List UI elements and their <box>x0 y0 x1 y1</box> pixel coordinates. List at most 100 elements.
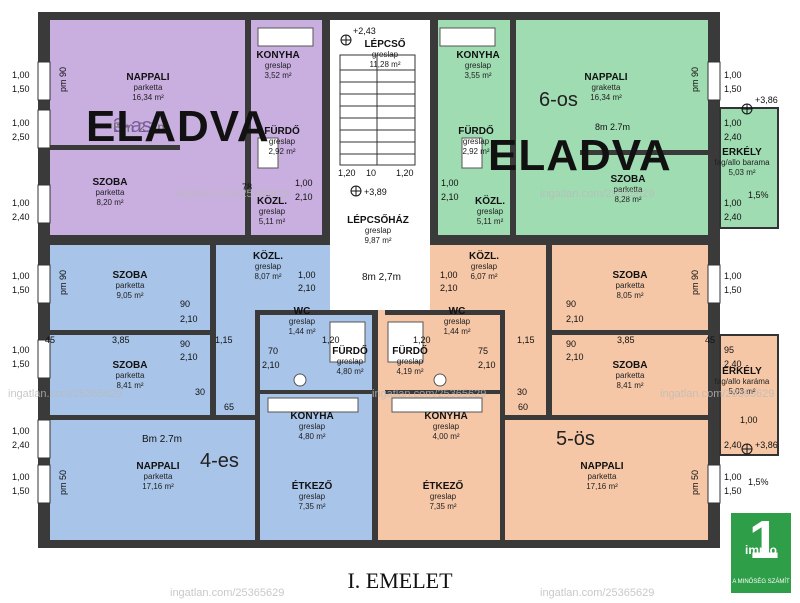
dimension-label: 1,00 <box>12 271 30 281</box>
room-area: 5,03 m² <box>728 387 755 396</box>
dimension-label: 1,20 <box>338 168 356 178</box>
dimension-label: 1,50 <box>724 486 742 496</box>
sold-stamp-unit-6: ELADVA <box>488 131 672 180</box>
wall-interior <box>50 145 180 150</box>
room-name: NAPPALI <box>126 72 169 83</box>
dimension-label: 2,40 <box>12 212 30 222</box>
room-name: ERKÉLY <box>722 364 762 377</box>
unit-3-area <box>50 20 330 235</box>
room-floor: greslap <box>397 357 424 366</box>
wall-interior <box>385 310 505 315</box>
room-name: KÖZL. <box>475 194 505 207</box>
room-floor: greslap <box>465 61 492 70</box>
room-name: SZOBA <box>613 360 648 371</box>
window <box>37 464 51 504</box>
room-floor: greslap <box>265 61 292 70</box>
dimension-label: 78 <box>242 182 252 192</box>
dimension-label: 1,20 <box>322 335 340 345</box>
immo-logo: 1 immo A MINŐSÉG SZÁMÍT <box>731 513 791 593</box>
dimension-label: 1,00 <box>12 472 30 482</box>
room-floor: fag/allo karáma <box>715 377 770 386</box>
floor-title: I. EMELET <box>347 568 453 593</box>
dimension-label: 90 <box>566 339 576 349</box>
room-name: ERKÉLY <box>722 145 762 158</box>
room-floor: greslap <box>269 137 296 146</box>
room-name: NAPPALI <box>136 461 179 472</box>
wall-interior <box>50 235 330 245</box>
balcony-outline <box>719 107 779 229</box>
dimension-label: 1,00 <box>295 178 313 188</box>
room-name: SZOBA <box>611 174 646 185</box>
room-area: 8,28 m² <box>614 195 641 204</box>
room-area: 5,11 m² <box>259 217 286 226</box>
room-name: FÜRDŐ <box>458 124 494 137</box>
room-name: NAPPALI <box>584 72 627 83</box>
room-area: 3,55 m² <box>464 71 491 80</box>
parapet-label: pm 90 <box>690 270 700 295</box>
room-name: KÖZL. <box>257 194 287 207</box>
wall-interior <box>50 330 210 335</box>
room-area: 8,07 m² <box>254 272 281 281</box>
dimension-label: 90 <box>180 299 190 309</box>
dimension-label: 1,00 <box>298 270 316 280</box>
level-label: +2,43 <box>353 26 376 36</box>
wall-interior <box>255 310 375 315</box>
room-area: 17,16 m² <box>586 482 618 491</box>
dimension-label: 1,50 <box>724 84 742 94</box>
dimension-label: 2,40 <box>724 359 742 369</box>
unit-label: 5-ös <box>556 428 595 450</box>
parapet-label: pm 50 <box>58 470 68 495</box>
room-area: 9,05 m² <box>116 291 143 300</box>
dimension-label: 1,20 <box>413 335 431 345</box>
ceiling-height-note: 8m 2,7m <box>362 272 401 283</box>
dimension-label: 60 <box>518 402 528 412</box>
room-name: KÖZL. <box>253 249 283 262</box>
room-floor: greslap <box>471 262 498 271</box>
room-floor: greslap <box>365 226 392 235</box>
room-name: KÖZL. <box>469 249 499 262</box>
dimension-label: 2,40 <box>724 212 742 222</box>
parapet-label: pm 50 <box>690 470 700 495</box>
dimension-label: 1,00 <box>440 270 458 280</box>
logo-digit: 1 <box>749 510 780 570</box>
room-area: 9,87 m² <box>364 236 391 245</box>
dimension-label: 2,10 <box>180 314 198 324</box>
level-marker-icon <box>340 34 352 46</box>
room-floor: parketta <box>144 472 173 481</box>
unit-label: 6-os <box>539 89 578 111</box>
wall-interior <box>322 20 330 235</box>
room-floor: parketta <box>116 371 145 380</box>
room-name: KONYHA <box>290 411 333 422</box>
wall-interior <box>372 310 378 540</box>
wall-bottom <box>38 540 720 548</box>
wall-interior <box>430 235 720 245</box>
fixtures <box>257 27 496 413</box>
dimension-label: 1,00 <box>740 415 758 425</box>
room-floor: greslap <box>430 492 457 501</box>
wall-interior <box>255 390 375 394</box>
wall-interior <box>510 20 516 235</box>
room-area: 2,92 m² <box>462 147 489 156</box>
dimension-label: 1,00 <box>724 271 742 281</box>
wall-interior <box>385 390 505 394</box>
room-name: SZOBA <box>613 270 648 281</box>
dimension-label: 75 <box>478 346 488 356</box>
room-area: 7,35 m² <box>298 502 325 511</box>
dimension-label: 1,15 <box>215 335 233 345</box>
room-floor: greslap <box>444 317 471 326</box>
room-floor: greslap <box>372 50 399 59</box>
dimension-label: 1,00 <box>724 472 742 482</box>
room-floor: fag/allo barama <box>714 158 770 167</box>
room-area: 8,41 m² <box>616 381 643 390</box>
unit-label: 4-es <box>200 450 239 472</box>
dimension-label: 1,00 <box>724 118 742 128</box>
dimension-label: 2,10 <box>298 283 316 293</box>
room-area: 4,19 m² <box>396 367 423 376</box>
logo-name: immo <box>744 543 777 557</box>
dimension-label: 2,10 <box>440 283 458 293</box>
wall-interior <box>430 20 438 235</box>
parapet-label: pm 90 <box>690 67 700 92</box>
wall-top <box>38 12 720 20</box>
level-label: +3,86 <box>755 95 778 105</box>
room-area: 16,34 m² <box>590 93 622 102</box>
